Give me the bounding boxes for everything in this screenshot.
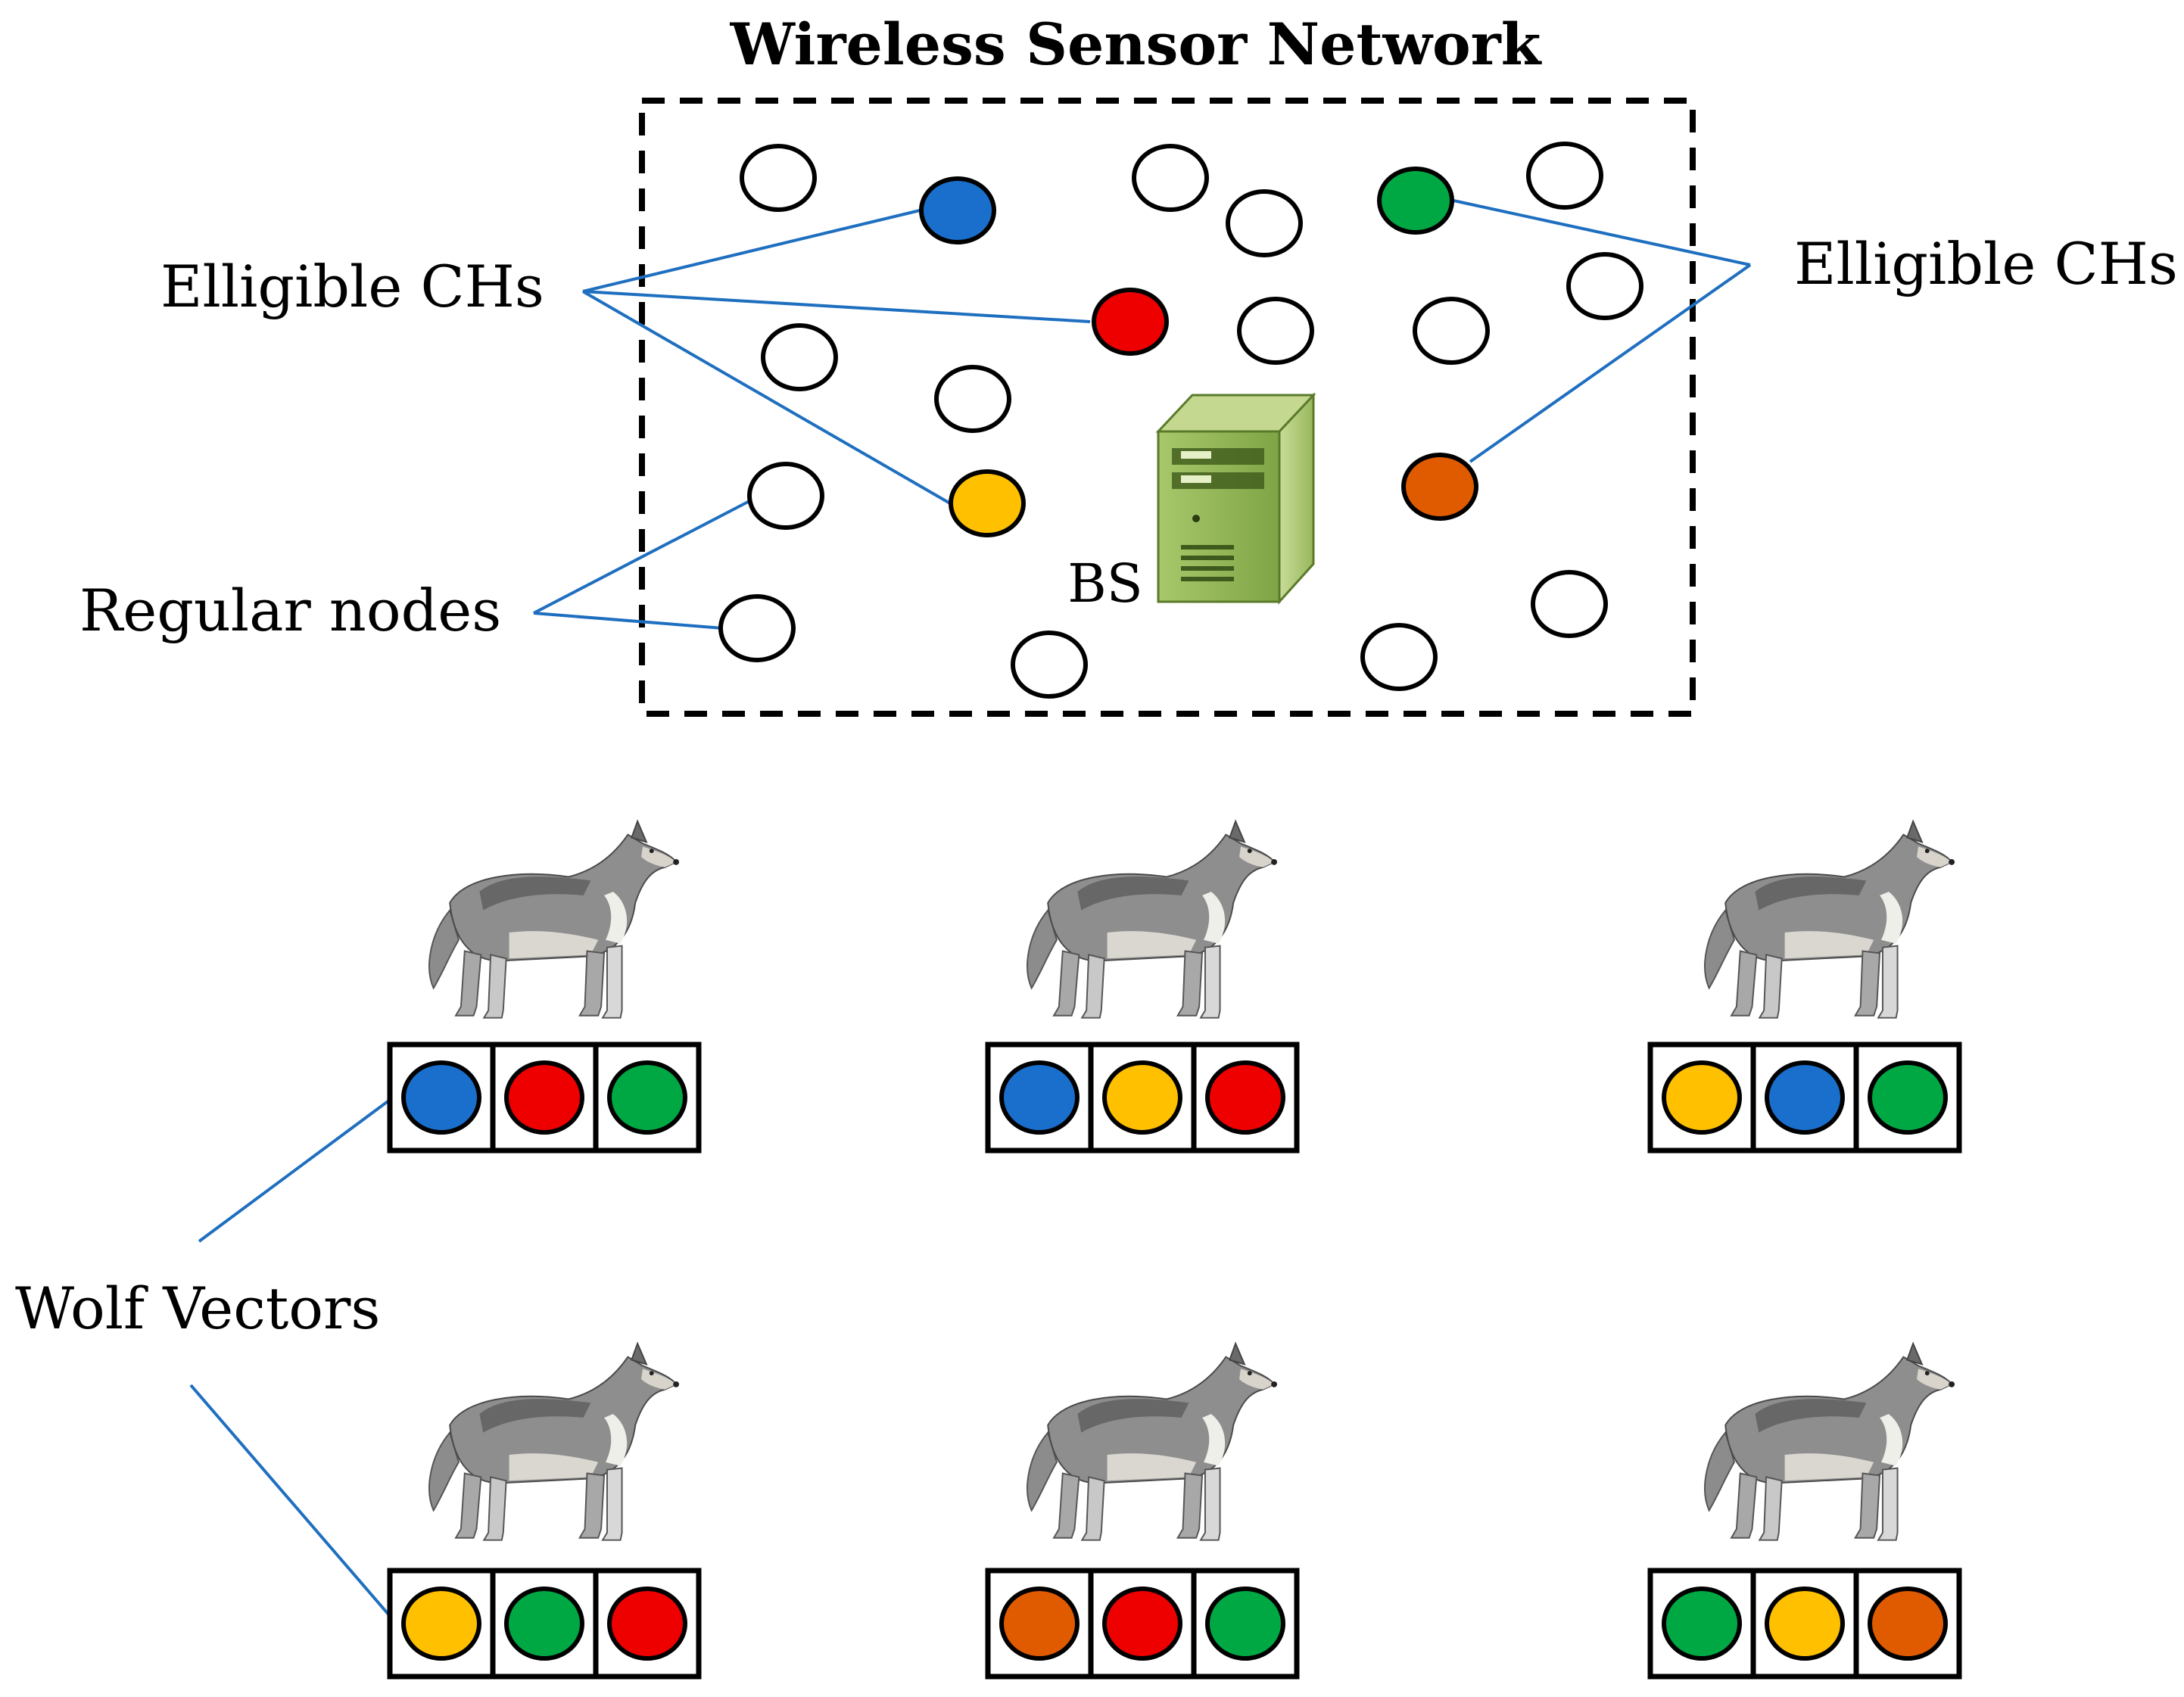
regular-node xyxy=(1360,623,1438,691)
wolf-icon xyxy=(1704,1343,1956,1541)
wolf-icon xyxy=(428,1343,681,1541)
regular-nodes xyxy=(718,142,1643,699)
ch-dot-orange xyxy=(1868,1586,1948,1661)
wolf-vector-5 xyxy=(985,1343,1300,1680)
wolf-icon xyxy=(428,820,681,1019)
regular-node xyxy=(1413,297,1490,365)
ch-dot-red xyxy=(1205,1060,1285,1135)
wolf-icon xyxy=(1027,1343,1279,1541)
ch-node-orange xyxy=(1401,453,1478,521)
regular-node xyxy=(1011,631,1088,699)
regular-node xyxy=(1526,142,1603,210)
wolf-population xyxy=(387,820,1962,1680)
wolf-vector-1 xyxy=(387,820,702,1154)
regular-node xyxy=(718,594,796,662)
regular-nodes-label: Regular nodes xyxy=(79,577,501,644)
diagram-title: Wireless Sensor Network xyxy=(730,11,1542,78)
regular-node xyxy=(934,365,1011,433)
regular-node xyxy=(1132,144,1209,212)
ch-dot-red xyxy=(1102,1586,1182,1661)
wolf-vectors-label: Wolf Vectors xyxy=(15,1275,380,1342)
ch-dot-yellow xyxy=(1102,1060,1182,1135)
ch-dot-green xyxy=(1205,1586,1285,1661)
regular-node xyxy=(761,323,838,391)
ch-dot-yellow xyxy=(1765,1586,1845,1661)
leader-line xyxy=(582,290,1091,323)
leader-line xyxy=(582,290,951,505)
ch-dot-green xyxy=(1662,1586,1742,1661)
eligible-chs-label-right: Elligible CHs xyxy=(1794,230,2178,297)
wolf-vector-6 xyxy=(1647,1343,1962,1680)
leader-line xyxy=(533,612,724,630)
regular-node xyxy=(1226,189,1303,257)
leader-line xyxy=(189,1384,391,1618)
regular-node xyxy=(1566,252,1643,320)
leader-line xyxy=(1453,199,1751,266)
ch-node-green xyxy=(1377,167,1454,235)
ch-dot-green xyxy=(504,1586,584,1661)
ch-node-blue xyxy=(919,176,996,244)
wolf-icon xyxy=(1704,820,1956,1019)
ch-dot-yellow xyxy=(1662,1060,1742,1135)
leader-line xyxy=(198,1098,391,1243)
leader-line xyxy=(1469,263,1752,463)
eligible-chs-label-left: Elligible CHs xyxy=(160,253,544,320)
ch-dot-blue xyxy=(999,1060,1080,1135)
leader-line xyxy=(533,500,750,615)
ch-dot-red xyxy=(607,1586,687,1661)
leader-line xyxy=(582,209,921,293)
regular-node xyxy=(740,144,817,212)
ch-dot-blue xyxy=(401,1060,481,1135)
server-icon xyxy=(1155,392,1316,605)
ch-dot-yellow xyxy=(401,1586,481,1661)
regular-node xyxy=(1237,297,1314,365)
wolf-vector-4 xyxy=(387,1343,702,1680)
regular-node xyxy=(747,462,824,530)
ch-dot-blue xyxy=(1765,1060,1845,1135)
ch-dot-red xyxy=(504,1060,584,1135)
ch-dot-green xyxy=(607,1060,687,1135)
wolf-vector-3 xyxy=(1647,820,1962,1154)
wolf-icon xyxy=(1027,820,1279,1019)
ch-node-yellow xyxy=(949,469,1026,537)
base-station-label: BS xyxy=(1067,553,1142,615)
regular-node xyxy=(1531,570,1608,638)
ch-node-red xyxy=(1092,288,1169,356)
wolf-vector-2 xyxy=(985,820,1300,1154)
ch-dot-green xyxy=(1868,1060,1948,1135)
ch-dot-orange xyxy=(999,1586,1080,1661)
